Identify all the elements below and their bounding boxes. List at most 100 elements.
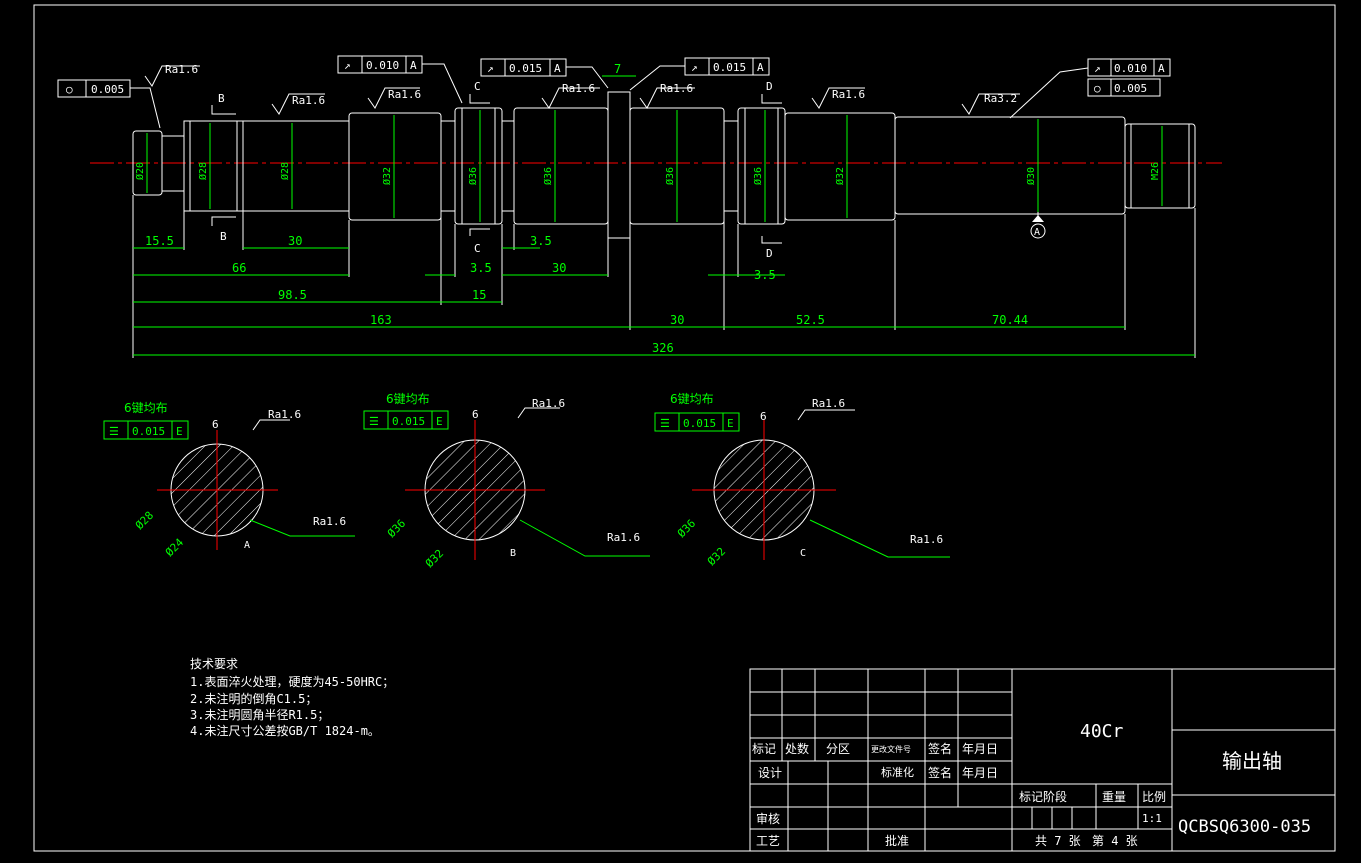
roughness-label: Ra1.6	[607, 531, 640, 544]
part-name: 输出轴	[1222, 749, 1282, 773]
dia-label: Ø32	[423, 547, 446, 570]
tech-req-item: 2.未注明的倒角C1.5；	[190, 691, 317, 706]
dia-label: Ø36	[752, 167, 764, 185]
technical-requirements: 技术要求 1.表面淬火处理，硬度为45-50HRC； 2.未注明的倒角C1.5；…	[190, 657, 394, 738]
dia-label: M26	[1150, 162, 1161, 180]
section-title: 6键均布	[670, 392, 714, 406]
shaft-view	[90, 91, 1222, 239]
tb-scale: 1:1	[1142, 812, 1162, 825]
frame-symbol: ☰	[660, 417, 670, 430]
tb-label: 设计	[758, 766, 782, 780]
tb-label: 审核	[756, 811, 780, 826]
tech-req-item: 4.未注尺寸公差按GB/T 1824-m。	[190, 723, 380, 738]
section-view-1: ☰ 0.015 E 6键均布 6 Ra1.6 Ra1.6 Ø28 Ø24 A	[103, 401, 355, 560]
tb-label: 处数	[785, 741, 809, 756]
section-mark: C	[474, 80, 481, 93]
diameter-lines	[146, 110, 1163, 222]
tb-label: 标记阶段	[1019, 789, 1067, 804]
dim-7: 7	[614, 62, 621, 76]
diameter-labels: Ø20 Ø28 Ø28 Ø32 Ø36 Ø36 Ø36 Ø36 Ø32 Ø30 …	[134, 162, 1161, 185]
section-markers: B B C C D D	[218, 80, 773, 260]
frame-datum: A	[554, 62, 561, 75]
frame-value: 0.010	[1114, 62, 1147, 75]
dia-label: Ø32	[705, 545, 728, 568]
frame-datum: E	[176, 425, 183, 438]
frame-value: 0.015	[132, 425, 165, 438]
roughness-label: Ra1.6	[832, 88, 865, 101]
drawing-number: QCBSQ6300-035	[1178, 817, 1311, 837]
frame-value: 0.015	[509, 62, 542, 75]
roughness-label: Ra3.2	[984, 92, 1017, 105]
roughness-label: Ra1.6	[660, 82, 693, 95]
frame-datum: A	[1158, 62, 1165, 75]
frame-datum: A	[757, 61, 764, 74]
tb-label: 比例	[1142, 790, 1166, 804]
section-mark: B	[218, 92, 225, 105]
frame-symbol: ☰	[109, 425, 119, 438]
tb-label: 标记	[752, 742, 776, 756]
frame-symbol: ○	[66, 83, 73, 96]
dia-label: Ø28	[279, 162, 291, 180]
tb-label: 更改文件号	[871, 744, 911, 754]
tb-label: 签名	[928, 765, 952, 780]
frame-value: 0.015	[713, 61, 746, 74]
frame-value: 0.005	[91, 83, 124, 96]
dim-52-5: 52.5	[796, 313, 825, 327]
tb-label: 签名	[928, 741, 952, 756]
dia-label: Ø20	[134, 162, 146, 180]
dim-326: 326	[652, 341, 674, 355]
tb-sheets-total: 共 7 张	[1035, 834, 1081, 848]
dia-label: Ø36	[542, 167, 554, 185]
section-view-2: ☰ 0.015 E 6键均布 6 Ra1.6 Ra1.6 Ø36 Ø32 B	[363, 392, 650, 570]
drawing-border	[33, 4, 1336, 852]
frame-value: 0.015	[392, 415, 425, 428]
dim-98-5: 98.5	[278, 288, 307, 302]
section-mark: B	[220, 230, 227, 243]
dim-30: 30	[552, 261, 566, 275]
section-arrows	[211, 94, 782, 244]
tb-label: 批准	[885, 833, 909, 848]
frame-value: 0.005	[1114, 82, 1147, 95]
datum-symbol: A	[1030, 212, 1046, 239]
section-mark: D	[766, 80, 773, 93]
tb-label: 标准化	[881, 765, 914, 779]
tb-label: 重量	[1102, 790, 1126, 804]
section-title: 6键均布	[124, 401, 168, 415]
frame-symbol: ↗	[691, 61, 698, 74]
roughness-labels: Ra1.6 Ra1.6 Ra1.6 Ra1.6 Ra1.6 Ra1.6 Ra3.…	[165, 63, 1017, 107]
material: 40Cr	[1080, 721, 1124, 742]
dim-3-5: 3.5	[470, 261, 492, 275]
dia-label: Ø36	[675, 517, 698, 540]
dia-label: Ø24	[163, 536, 187, 560]
dimension-values: 15.5 30 66 3.5 3.5 30 98.5 15 163 30 52.…	[145, 62, 1028, 355]
tb-label: 年月日	[962, 742, 998, 756]
section-mark: D	[766, 247, 773, 260]
roughness-label: Ra1.6	[292, 94, 325, 107]
dia-label: Ø36	[385, 517, 408, 540]
key-width: 6	[760, 410, 767, 423]
tb-label: 工艺	[756, 834, 780, 848]
tolerance-frames	[57, 55, 1171, 129]
datum-letter: A	[1034, 227, 1040, 238]
roughness-label: Ra1.6	[388, 88, 421, 101]
section-mark: C	[474, 242, 481, 255]
roughness-label: Ra1.6	[532, 397, 565, 410]
dia-label: Ø28	[133, 509, 156, 532]
section-title: 6键均布	[386, 392, 430, 406]
tech-req-item: 1.表面淬火处理，硬度为45-50HRC；	[190, 674, 394, 689]
tb-label: 年月日	[962, 766, 998, 780]
frame-symbol: ↗	[1094, 62, 1101, 75]
extension-lines	[132, 195, 1196, 358]
roughness-label: Ra1.6	[562, 82, 595, 95]
dim-15-5: 15.5	[145, 234, 174, 248]
dim-70-44: 70.44	[992, 313, 1028, 327]
roughness-label: Ra1.6	[165, 63, 198, 76]
title-block-text: 标记 处数 分区 更改文件号 签名 年月日 设计 标准化 签名 年月日 标记阶段…	[752, 741, 1166, 848]
section-tag: C	[800, 548, 806, 559]
frame-datum: E	[727, 417, 734, 430]
dia-label: Ø36	[664, 167, 676, 185]
dim-15: 15	[472, 288, 486, 302]
dia-label: Ø32	[834, 167, 846, 185]
roughness-label: Ra1.6	[313, 515, 346, 528]
dim-30: 30	[288, 234, 302, 248]
